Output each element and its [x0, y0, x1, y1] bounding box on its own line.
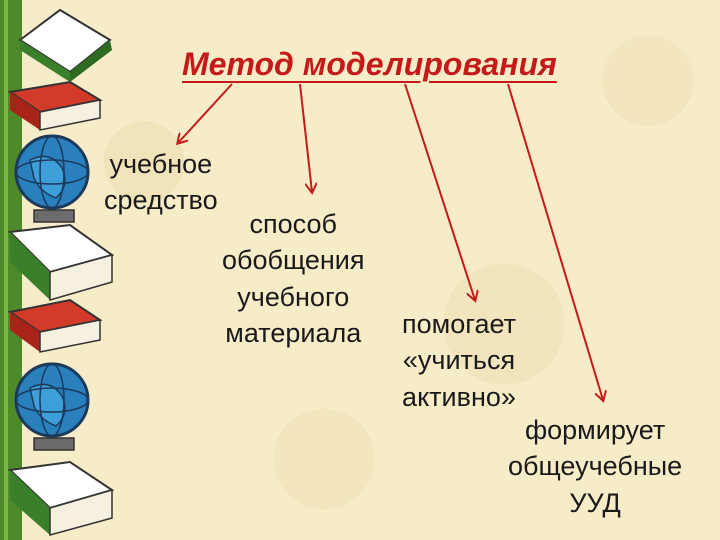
globe-icon [14, 362, 90, 451]
decorative-border [0, 0, 115, 540]
item-label-2: способ обобщения учебного материала [222, 206, 365, 352]
item-2-line-1: способ [249, 209, 337, 239]
item-3-line-1: помогает [402, 309, 516, 339]
item-label-3: помогает «учиться активно» [402, 306, 516, 415]
item-3-line-2: «учиться [402, 345, 516, 376]
globe-icon [14, 134, 90, 223]
open-book-icon [7, 223, 115, 301]
item-3-line-3: активно» [402, 381, 516, 412]
item-2-line-2: обобщения [222, 245, 365, 276]
arrow-to-item-4 [507, 83, 603, 400]
diagram-title: Метод моделирования [182, 46, 557, 82]
item-4-line-3: УУД [569, 487, 621, 518]
arrow-to-item-3 [404, 83, 475, 300]
item-1-line-2: средство [104, 185, 218, 216]
open-book-icon [7, 460, 115, 536]
arrow-to-item-2 [299, 83, 312, 192]
item-2-line-4: материала [225, 318, 362, 349]
item-4-line-2: общеучебные [508, 451, 683, 482]
item-2-line-3: учебного [237, 281, 350, 312]
arrow-to-item-1 [178, 83, 233, 143]
item-1-line-1: учебное [109, 149, 213, 179]
item-label-1: учебное средство [104, 146, 218, 219]
item-label-4: формирует общеучебные УУД [508, 412, 682, 521]
closed-book-icon [7, 298, 103, 353]
item-4-line-1: формирует [524, 415, 666, 445]
open-book-icon [18, 8, 112, 82]
closed-book-icon [7, 80, 103, 131]
